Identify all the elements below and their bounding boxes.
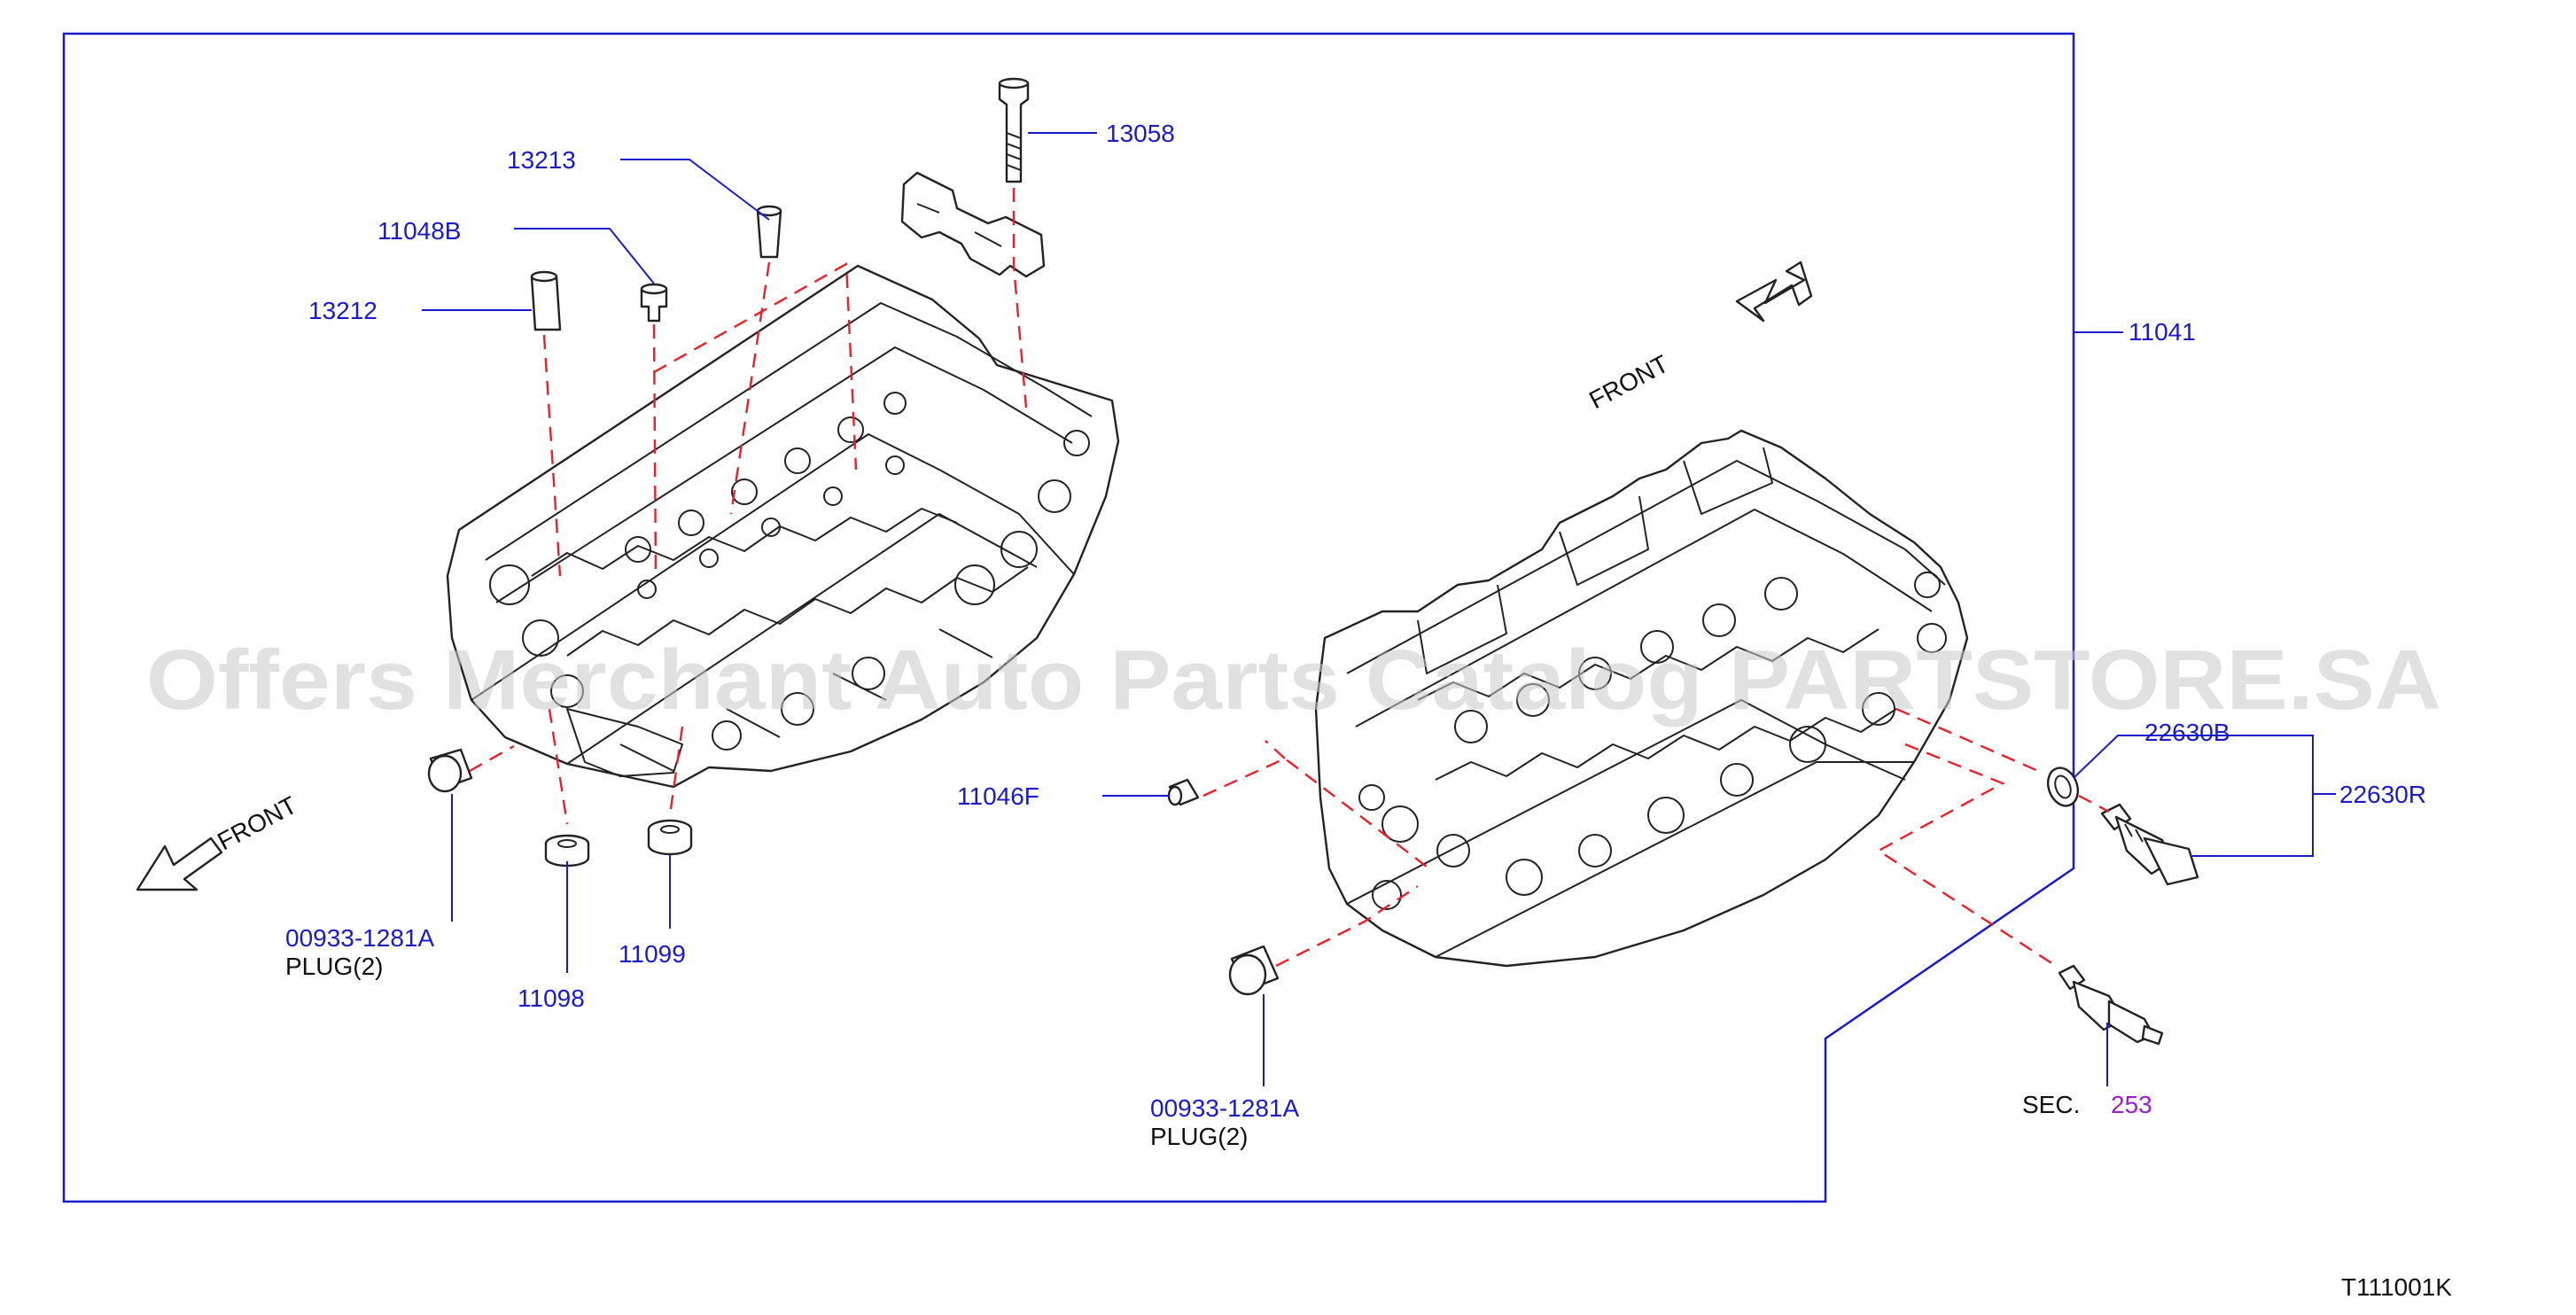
camshaft-bearing-cap: [900, 171, 1046, 278]
gasket-22630b: [2046, 766, 2080, 807]
label-sec-number[interactable]: 253: [2111, 1091, 2152, 1118]
left-dashed-lines: [469, 188, 1028, 825]
label-13058[interactable]: 13058: [1106, 120, 1175, 147]
plug-11048b: [640, 283, 668, 323]
label-11048b[interactable]: 11048B: [377, 217, 461, 245]
label-11099[interactable]: 11099: [619, 940, 686, 968]
label-13212[interactable]: 13212: [308, 297, 377, 324]
label-11098[interactable]: 11098: [518, 984, 585, 1012]
leader-lines: [422, 132, 2336, 1086]
front-arrow-left: [136, 836, 223, 891]
label-plug-right[interactable]: 00933-1281A: [1150, 1094, 1299, 1122]
right-dashed-lines: [1202, 707, 2110, 968]
front-arrow-icon: [1735, 261, 1813, 323]
label-11041[interactable]: 11041: [2129, 318, 2196, 346]
front-label-left: FRONT: [213, 791, 301, 856]
dowel-13212: [530, 270, 562, 331]
diagram-id: T111001K: [2341, 1273, 2452, 1301]
cylinder-head-left: [446, 264, 1120, 789]
dowel-11046f: [1167, 778, 1200, 806]
plug-right: [1228, 945, 1280, 996]
front-arrow-right: [1735, 261, 1813, 323]
dowel-13213: [756, 205, 782, 259]
label-13213[interactable]: 13213: [507, 146, 576, 174]
label-plug-left-qty: PLUG(2): [285, 953, 383, 980]
assembly-frame: [62, 32, 2075, 1203]
watermark: Offers Merchant Auto Parts Catalog PARTS…: [146, 633, 2441, 728]
seal-11099: [647, 819, 693, 856]
label-22630b[interactable]: 22630B: [2144, 719, 2230, 746]
label-plug-left[interactable]: 00933-1281A: [285, 924, 434, 952]
sensor-22630r: [2100, 803, 2199, 886]
cylinder-head-right: [1314, 429, 1969, 968]
seal-11098: [544, 834, 590, 868]
label-sec-prefix: SEC.: [2022, 1091, 2080, 1118]
front-label-right: FRONT: [1584, 350, 1673, 415]
front-arrow-icon: [136, 836, 223, 891]
plug-left: [427, 748, 473, 793]
label-22630r[interactable]: 22630R: [2339, 781, 2426, 808]
sensor-sec-253: [2058, 964, 2164, 1046]
bolt-13058: [998, 77, 1030, 183]
label-11046f[interactable]: 11046F: [957, 782, 1039, 810]
label-plug-right-qty: PLUG(2): [1150, 1123, 1248, 1150]
